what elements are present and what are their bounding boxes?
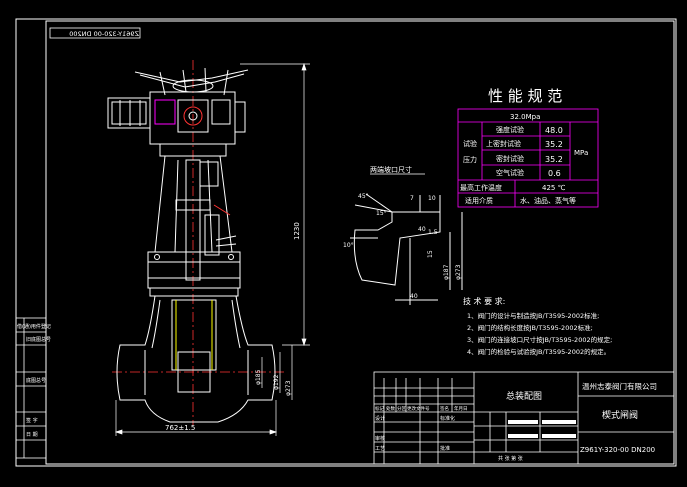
tb-code: Z961Y-320-00 DN200 [580,446,655,454]
stamp-row-3: 签 字 [26,417,38,424]
tb-row-label-1: 处数 [386,405,395,412]
spec-row-3-value: 0.6 [548,169,561,178]
spec-row-1-label: 上密封试验 [486,139,521,148]
mirrored-number-box: Z961Y-320-00 DN200 [49,27,141,39]
tech-req-item-3: 4、阀门的检验与试验按JB/T3595-2002的规定。 [467,347,610,356]
dim-bore-1: φ185 [255,369,262,385]
dim-bores [261,345,293,400]
dim-height-label: 1230 [293,222,301,240]
stamp-row-2: 底图总号 [26,377,46,384]
tb-approve-label: 批准 [440,445,450,452]
spec-row-1-value: 35.2 [545,140,563,149]
stamp-row-1: 旧底图总号 [26,336,51,343]
weld-dim-6: 40 [418,226,426,233]
spec-row-2-value: 35.2 [545,155,563,164]
weld-dim-9: φ187 [443,264,450,280]
bonnet [147,251,241,297]
spec-group-label-1: 试验 [463,139,477,148]
dim-bore-2: φ192 [273,374,280,390]
spec-title: 性 能 规 范 [488,87,562,105]
title-block: 标记 处数 分区 更改文件号 签名 年月日 设计 标准化 审核 工艺 批准 总装… [373,371,675,465]
tech-requirements: 技 术 要 求: 1、阀门的设计与制造按JB/T3595-2002标准; 2、阀… [463,296,612,356]
yoke [154,155,237,281]
spec-row-3-label: 空气试验 [496,168,524,177]
tb-row-label-5: 年月日 [454,405,468,412]
stamp-row-0: 借(通)用件登记 [17,323,51,330]
valve-main-view: 1230 762±1.5 φ185 φ192 φ273 [107,60,310,436]
actuator [107,91,246,157]
weld-dim-4: 7 [410,195,414,202]
weld-dim-1: 15° [376,210,387,217]
left-stamp-column [15,317,47,459]
tb-company: 温州志泰阀门有限公司 [582,381,657,391]
tb-process-label: 工艺 [375,446,385,452]
dim-height [240,62,310,347]
tb-designer-label: 设计 [375,415,385,422]
spec-max-temp-label: 最高工作温度 [460,183,502,192]
weld-dim-10: φ273 [455,264,462,280]
weld-detail-title: 两端坡口尺寸 [370,165,412,174]
tb-row-label-4: 签名 [440,405,449,412]
stamp-row-4: 日 期 [26,432,38,438]
spec-table: 性 能 规 范 32.0Mpa 试验 压力 强度试验 48.0 上密封试验 35… [457,87,599,208]
handwheel [134,67,249,96]
tech-req-title: 技 术 要 求: [463,296,505,306]
dim-bore-3: φ273 [285,380,292,396]
dim-length [114,400,278,436]
spec-medium-label: 适用介质 [465,196,493,205]
tb-standard-label: 标准化 [440,415,455,422]
weld-detail: 两端坡口尺寸 45° 15° 10 10° 7 15 40 40 1.5 φ18… [343,165,463,305]
valve-body [116,295,276,423]
tb-row-label-2: 分区 [397,405,406,412]
tb-sheet-info: 共 张 第 张 [498,455,523,462]
tech-req-item-1: 2、阀门的结构长度按JB/T3595-2002标准; [467,323,593,332]
spec-group-label-2: 压力 [463,155,477,164]
weld-dim-2: 10 [428,195,436,202]
spec-row-0-value: 48.0 [545,126,563,135]
weld-dim-0: 45° [358,193,369,200]
outer-frame [15,18,677,467]
tech-req-item-2: 3、阀门的连接坡口尺寸按JB/T3595-2002的规定; [467,335,612,344]
weld-dim-3: 10° [343,242,354,249]
spec-pressure-header: 32.0Mpa [510,113,540,121]
weld-dim-8: 1.5 [428,229,438,236]
spec-row-0-label: 强度试验 [496,125,524,134]
tb-review-label: 审核 [375,435,385,442]
tech-req-item-0: 1、阀门的设计与制造按JB/T3595-2002标准; [467,311,599,320]
spec-max-temp-value: 425 ℃ [542,184,566,192]
inner-frame [45,20,675,465]
tb-product: 楔式闸阀 [602,409,638,421]
weld-dim-5: 15 [427,250,434,258]
tb-row-label-3: 更改文件号 [407,405,430,412]
mirrored-drawing-number: Z961Y-320-00 DN200 [69,30,139,38]
weld-dim-7: 40 [410,293,418,300]
tb-row-label-0: 标记 [375,405,384,412]
dim-length-label: 762±1.5 [165,424,195,432]
spec-row-2-label: 密封试验 [496,154,524,163]
spec-medium-value: 水、油品、蒸气等 [520,196,576,205]
tb-drawing-name: 总装配图 [506,390,542,402]
spec-unit: MPa [574,149,588,157]
